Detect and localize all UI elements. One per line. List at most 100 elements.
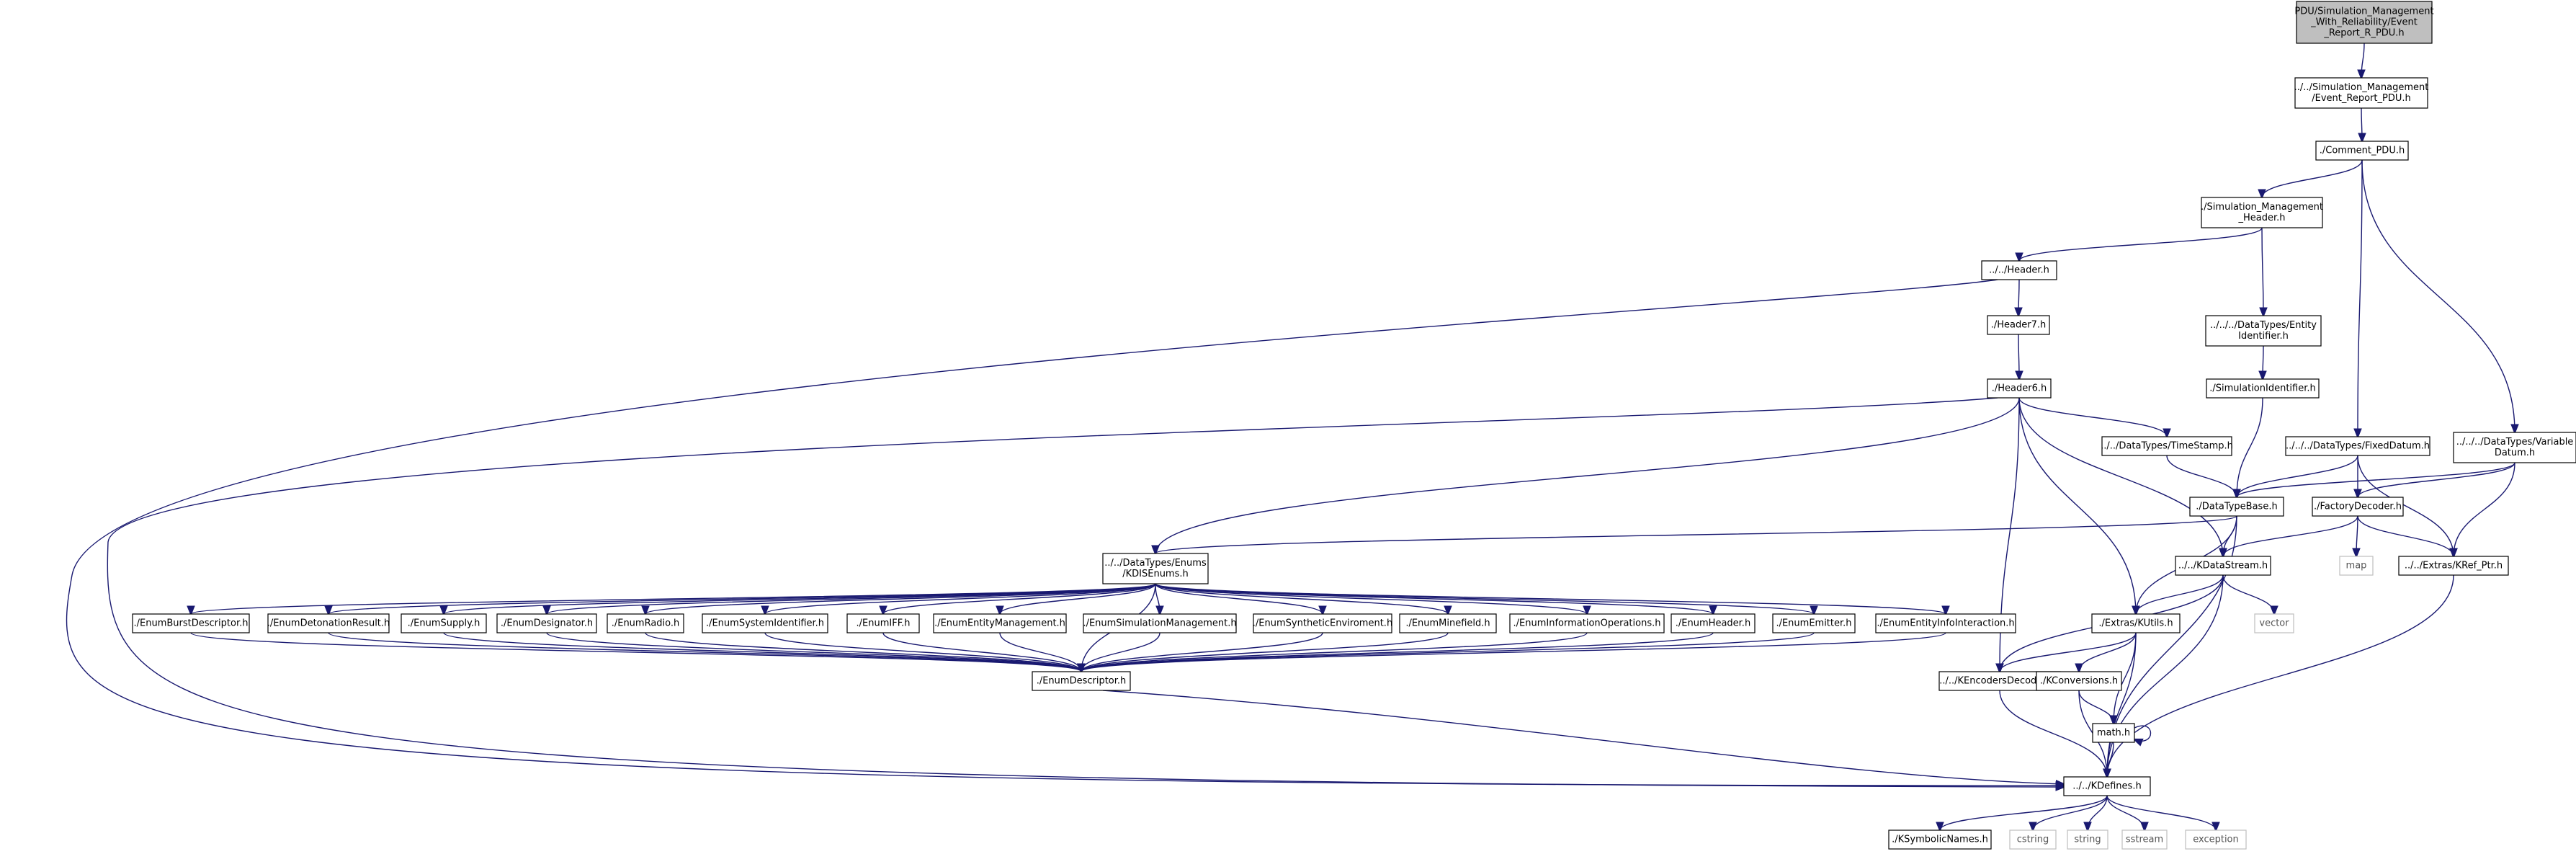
node-box [1875,613,2016,633]
node-e2[interactable]: ./EnumDetonationResult.h [267,613,390,633]
edge-variable-to-factory [2358,462,2515,497]
node-kds[interactable]: ../../KDataStream.h [2175,556,2271,576]
edge-header6-to-kutils [2018,397,2136,614]
node-smh[interactable]: ./Simulation_Management_Header.h [2201,197,2323,228]
edge-kdis-to-e7 [883,583,1156,614]
edge-root-to-er [2361,43,2364,78]
node-box [1987,378,2052,399]
node-kconv[interactable]: ./KConversions.h [2036,671,2122,691]
edge-e12-to-enumdesc [1081,632,1588,672]
node-label: exception [2193,835,2239,845]
node-comment[interactable]: ./Comment_PDU.h [2315,141,2409,161]
node-e6[interactable]: ./EnumSystemIdentifier.h [702,613,828,633]
node-e1[interactable]: ./EnumBurstDescriptor.h [132,613,250,633]
edge-e6-to-enumdesc [764,632,1081,672]
node-kutils[interactable]: ./Extras/KUtils.h [2091,613,2181,633]
node-dtb[interactable]: ./DataTypeBase.h [2189,497,2284,517]
node-ksym[interactable]: ./KSymbolicNames.h [1888,829,1992,850]
node-box [1032,671,1131,691]
node-enumdesc[interactable]: ./EnumDescriptor.h [1032,671,1131,691]
node-box [2121,829,2168,850]
node-e11[interactable]: ./EnumMinefield.h [1399,613,1497,633]
node-e5[interactable]: ./EnumRadio.h [607,613,684,633]
node-label: ./EnumDesignator.h [501,618,593,629]
node-box [2296,1,2433,44]
edge-kdefines-to-exception [2106,795,2216,830]
node-label: ../../../DataTypes/Variable [2456,437,2574,448]
edge-e7-to-enumdesc [882,632,1081,672]
edge-header6-to-kds [2018,397,2223,556]
node-e14[interactable]: ./EnumEmitter.h [1772,613,1856,633]
node-er[interactable]: ../../Simulation_Management/Event_Report… [2294,77,2429,109]
node-e8[interactable]: ./EnumEntityManagement.h [933,613,1067,633]
node-header6[interactable]: ./Header6.h [1987,378,2052,399]
node-kref[interactable]: ../../Extras/KRef_Ptr.h [2398,556,2509,576]
node-box [2453,432,2576,463]
edge-factory-to-kds [2223,515,2358,556]
node-box [496,613,597,633]
node-cstring: cstring [2009,829,2057,850]
node-e10[interactable]: ./EnumSyntheticEnviroment.h [1253,613,1392,633]
node-e15[interactable]: ./EnumEntityInfoInteraction.h [1875,613,2016,633]
edge-e15-to-enumdesc [1081,632,1946,672]
node-map: map [2339,556,2374,576]
node-header[interactable]: ../../Header.h [1981,260,2057,280]
node-kdefines[interactable]: ../../KDefines.h [2063,776,2151,796]
edge-factory-to-map [2356,515,2358,556]
node-box [2339,556,2374,576]
edge-fixed-to-kref [2357,455,2454,556]
node-label: ./EnumSimulationManagement.h [1083,618,1236,629]
node-simid[interactable]: ./SimulationIdentifier.h [2206,378,2320,399]
node-e13[interactable]: ./EnumHeader.h [1671,613,1756,633]
node-box [2092,723,2135,743]
edge-kdis-to-e3 [444,583,1156,614]
node-e3[interactable]: ./EnumSupply.h [401,613,487,633]
node-e7[interactable]: ./EnumIFF.h [846,613,920,633]
edge-kdis-to-e10 [1155,583,1323,614]
node-box [1083,613,1237,633]
node-e12[interactable]: ./EnumInformationOperations.h [1509,613,1665,633]
edges-layer [66,43,2515,830]
node-label: ./KConversions.h [2040,676,2118,687]
node-root[interactable]: PDU/Simulation_Management_With_Reliabili… [2294,1,2434,44]
node-label: ../../KDefines.h [2072,781,2141,792]
nodes-layer: PDU/Simulation_Management_With_Reliabili… [132,1,2576,850]
node-box [846,613,920,633]
node-box [1671,613,1756,633]
edge-header6-to-timestamp [2018,397,2167,437]
edge-e1-to-enumdesc [190,632,1081,672]
node-e9[interactable]: ./EnumSimulationManagement.h [1083,613,1237,633]
node-timestamp[interactable]: ../../DataTypes/TimeStamp.h [2101,436,2233,456]
edge-kdis-to-e4 [547,583,1156,614]
node-box [1399,613,1497,633]
node-label: vector [2259,618,2289,629]
edge-kdis-to-e9 [1155,583,1160,614]
node-label: ./EnumIFF.h [857,618,911,629]
node-label: ./KSymbolicNames.h [1892,835,1988,845]
node-box [2101,436,2232,456]
node-label: ../../../DataTypes/FixedDatum.h [2286,441,2430,452]
node-math[interactable]: math.h [2092,723,2135,743]
edge-kdis-to-e8 [1000,583,1156,614]
node-factory[interactable]: ./FactoryDecoder.h [2312,497,2404,517]
node-kdis[interactable]: ../../DataTypes/Enums/KDISEnums.h [1102,553,1209,584]
edge-kenc-to-kdefines [1999,690,2107,777]
node-box [2175,556,2271,576]
edge-kconv-to-math [2078,690,2114,724]
node-e4[interactable]: ./EnumDesignator.h [496,613,597,633]
node-box [2254,613,2294,633]
node-label: Identifier.h [2238,331,2289,342]
node-label: sstream [2126,835,2163,845]
node-label: ./EnumBurstDescriptor.h [134,618,249,629]
edge-kdis-to-e15 [1155,583,1946,614]
edge-e13-to-enumdesc [1081,632,1714,672]
edge-timestamp-to-dtb [2166,455,2237,497]
node-header7[interactable]: ./Header7.h [1987,315,2050,335]
node-label: ./EnumEmitter.h [1776,618,1851,629]
edge-kutils-to-kenc [2000,632,2137,672]
node-box [2036,671,2122,691]
node-fixed[interactable]: ../../../DataTypes/FixedDatum.h [2285,436,2430,456]
node-box [2294,77,2428,109]
